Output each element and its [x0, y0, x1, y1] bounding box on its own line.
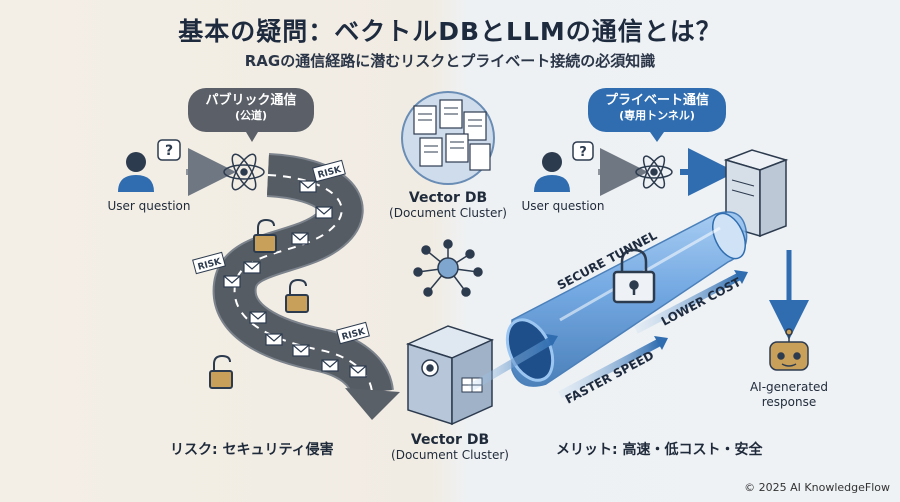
vector-db-top-sub: (Document Cluster): [389, 206, 507, 220]
merit-summary-label: メリット: 高速・低コスト・安全: [556, 442, 763, 458]
document-cluster-icon: [401, 91, 495, 185]
ai-response-line2: response: [761, 395, 817, 409]
page-subtitle: RAGの通信経路に潜むリスクとプライベート接続の必須知識: [244, 52, 656, 70]
open-lock-icon: [209, 218, 309, 389]
svg-text:?: ?: [165, 143, 173, 159]
road-arrowhead: [345, 388, 400, 420]
network-hub-icon: [413, 239, 483, 297]
private-communication-bubble: プライベート通信 (専用トンネル): [588, 88, 726, 132]
public-bubble-title: パブリック通信: [205, 93, 297, 108]
svg-text:?: ?: [579, 145, 587, 160]
vector-db-bottom-sub: (Document Cluster): [391, 448, 509, 462]
private-bubble-title: プライベート通信: [604, 93, 709, 108]
ai-response-caption: AI-generated response: [744, 380, 834, 410]
arrow-lower-cost: [634, 272, 742, 334]
atom-icon-left: [223, 153, 265, 191]
risk-summary-label: リスク: セキュリティ侵害: [170, 442, 334, 458]
vector-db-top-label: Vector DB (Document Cluster): [386, 190, 510, 220]
ai-response-line1: AI-generated: [749, 380, 829, 394]
envelope-icon: [223, 180, 367, 378]
public-communication-bubble: パブリック通信 (公道): [188, 88, 314, 132]
atom-icon-right: [635, 155, 673, 189]
user-question-caption-right: User question: [521, 199, 605, 213]
arrow-db-into-tunnel: [467, 336, 555, 392]
public-bubble-sub: (公道): [234, 109, 268, 123]
private-bubble-sub: (専用トンネル): [619, 109, 695, 123]
user-question-caption-left: User question: [107, 199, 191, 213]
page-title: 基本の疑問：ベクトルDBとLLMの通信とは？: [178, 17, 722, 46]
robot-icon: [769, 328, 809, 371]
closed-lock-icon: [612, 248, 656, 304]
private-bubble-tail: [650, 132, 664, 142]
copyright-text: © 2025 AI KnowledgeFlow: [744, 481, 890, 494]
vector-db-bottom-name: Vector DB: [410, 432, 490, 448]
user-icon-right: ?: [534, 141, 594, 192]
vector-db-server-icon: [405, 325, 495, 426]
public-bubble-tail: [246, 132, 258, 142]
arrow-faster-speed: [558, 338, 662, 399]
user-icon-left: ?: [118, 139, 181, 192]
road-lane-dashes: [233, 174, 373, 393]
vector-db-top-name: Vector DB: [408, 190, 488, 206]
vector-db-bottom-label: Vector DB (Document Cluster): [386, 432, 514, 462]
